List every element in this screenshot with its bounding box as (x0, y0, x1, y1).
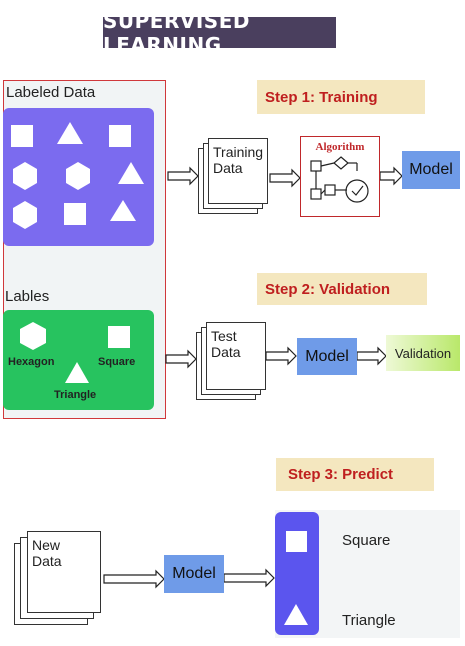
model-box-step1: Model (402, 151, 460, 189)
algorithm-label: Algorithm (315, 141, 365, 153)
model-box-step3: Model (164, 555, 224, 593)
hexagon-shape (66, 162, 90, 190)
labels-heading: Lables (5, 288, 50, 305)
new-data-doc: New Data (27, 531, 101, 613)
triangle-shape (118, 162, 144, 184)
square-shape (64, 203, 86, 225)
arrow-right-icon (379, 166, 403, 186)
square-shape (286, 531, 307, 552)
hexagon-shape (13, 201, 37, 229)
square-shape (108, 326, 130, 348)
model-box-step2: Model (297, 338, 357, 375)
triangle-shape (57, 122, 83, 144)
square-shape (11, 125, 33, 147)
new-data-text: New Data (32, 537, 62, 569)
arrow-right-icon (167, 166, 199, 186)
prediction-triangle-label: Triangle (342, 612, 396, 629)
hexagon-shape (20, 322, 46, 350)
arrow-right-icon (269, 168, 301, 188)
step3-label: Step 3: Predict (276, 458, 434, 491)
test-data-doc: Test Data (206, 322, 266, 390)
test-data-text: Test Data (211, 328, 241, 360)
step2-label: Step 2: Validation (257, 273, 427, 305)
hexagon-label: Hexagon (8, 356, 55, 368)
triangle-shape (284, 604, 308, 625)
validation-box: Validation (386, 335, 460, 371)
arrow-right-icon (223, 568, 275, 588)
training-data-doc: Training Data (208, 138, 268, 204)
step1-label: Step 1: Training (257, 80, 425, 114)
training-data-text: Training Data (213, 144, 264, 176)
labeled-data-heading: Labeled Data (6, 84, 96, 101)
triangle-label: Triangle (54, 389, 97, 401)
arrow-right-icon (265, 346, 297, 366)
square-shape (109, 125, 131, 147)
labeled-shapes (11, 122, 144, 229)
square-label: Square (98, 356, 136, 368)
triangle-shape (110, 200, 136, 221)
triangle-shape (65, 362, 89, 383)
arrow-right-icon (103, 569, 165, 589)
flowchart-icon (310, 156, 369, 203)
prediction-square-label: Square (342, 532, 391, 549)
arrow-right-icon (165, 349, 197, 369)
algorithm-box: Algorithm (300, 136, 380, 217)
hexagon-shape (13, 162, 37, 190)
arrow-right-icon (356, 346, 387, 366)
label-shapes (20, 322, 130, 383)
prediction-shapes (284, 531, 308, 625)
